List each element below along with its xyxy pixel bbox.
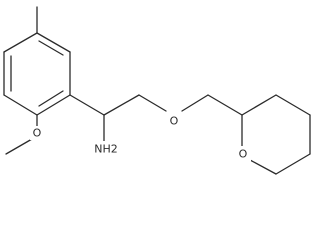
ch2-to-ring-carbon-bond <box>207 94 243 116</box>
amine-label: NH2 <box>92 141 120 157</box>
amine-text: NH2 <box>94 143 118 156</box>
bond <box>249 159 277 175</box>
methoxy-oxygen-to-methyl-bond <box>5 138 33 155</box>
ring-to-ch-bond <box>69 94 105 116</box>
bond <box>36 32 71 53</box>
ch2-to-ether-oxygen-bond <box>138 94 167 112</box>
methoxy-oxygen-text: O <box>33 127 42 140</box>
ring-oxygen-label: O <box>235 146 251 162</box>
chemical-structure-diagram: O NH2 O O <box>3 6 311 175</box>
ch-to-ch2-bond <box>103 94 140 116</box>
ring-oxygen-text: O <box>239 148 248 161</box>
ether-oxygen-to-ch2-bond <box>181 94 209 112</box>
bond <box>275 153 311 175</box>
bond <box>36 94 71 116</box>
double-bond-inner <box>38 90 64 107</box>
ether-oxygen-label: O <box>166 113 182 129</box>
double-bond-inner <box>38 40 64 56</box>
ether-oxygen-text: O <box>170 115 179 128</box>
tetrahydropyran-ring <box>241 94 311 175</box>
bond <box>3 94 38 116</box>
benzene-ring <box>3 32 71 116</box>
bond <box>3 32 38 53</box>
bond <box>275 94 311 116</box>
methoxy-oxygen-label: O <box>30 126 44 140</box>
bond <box>241 94 277 116</box>
